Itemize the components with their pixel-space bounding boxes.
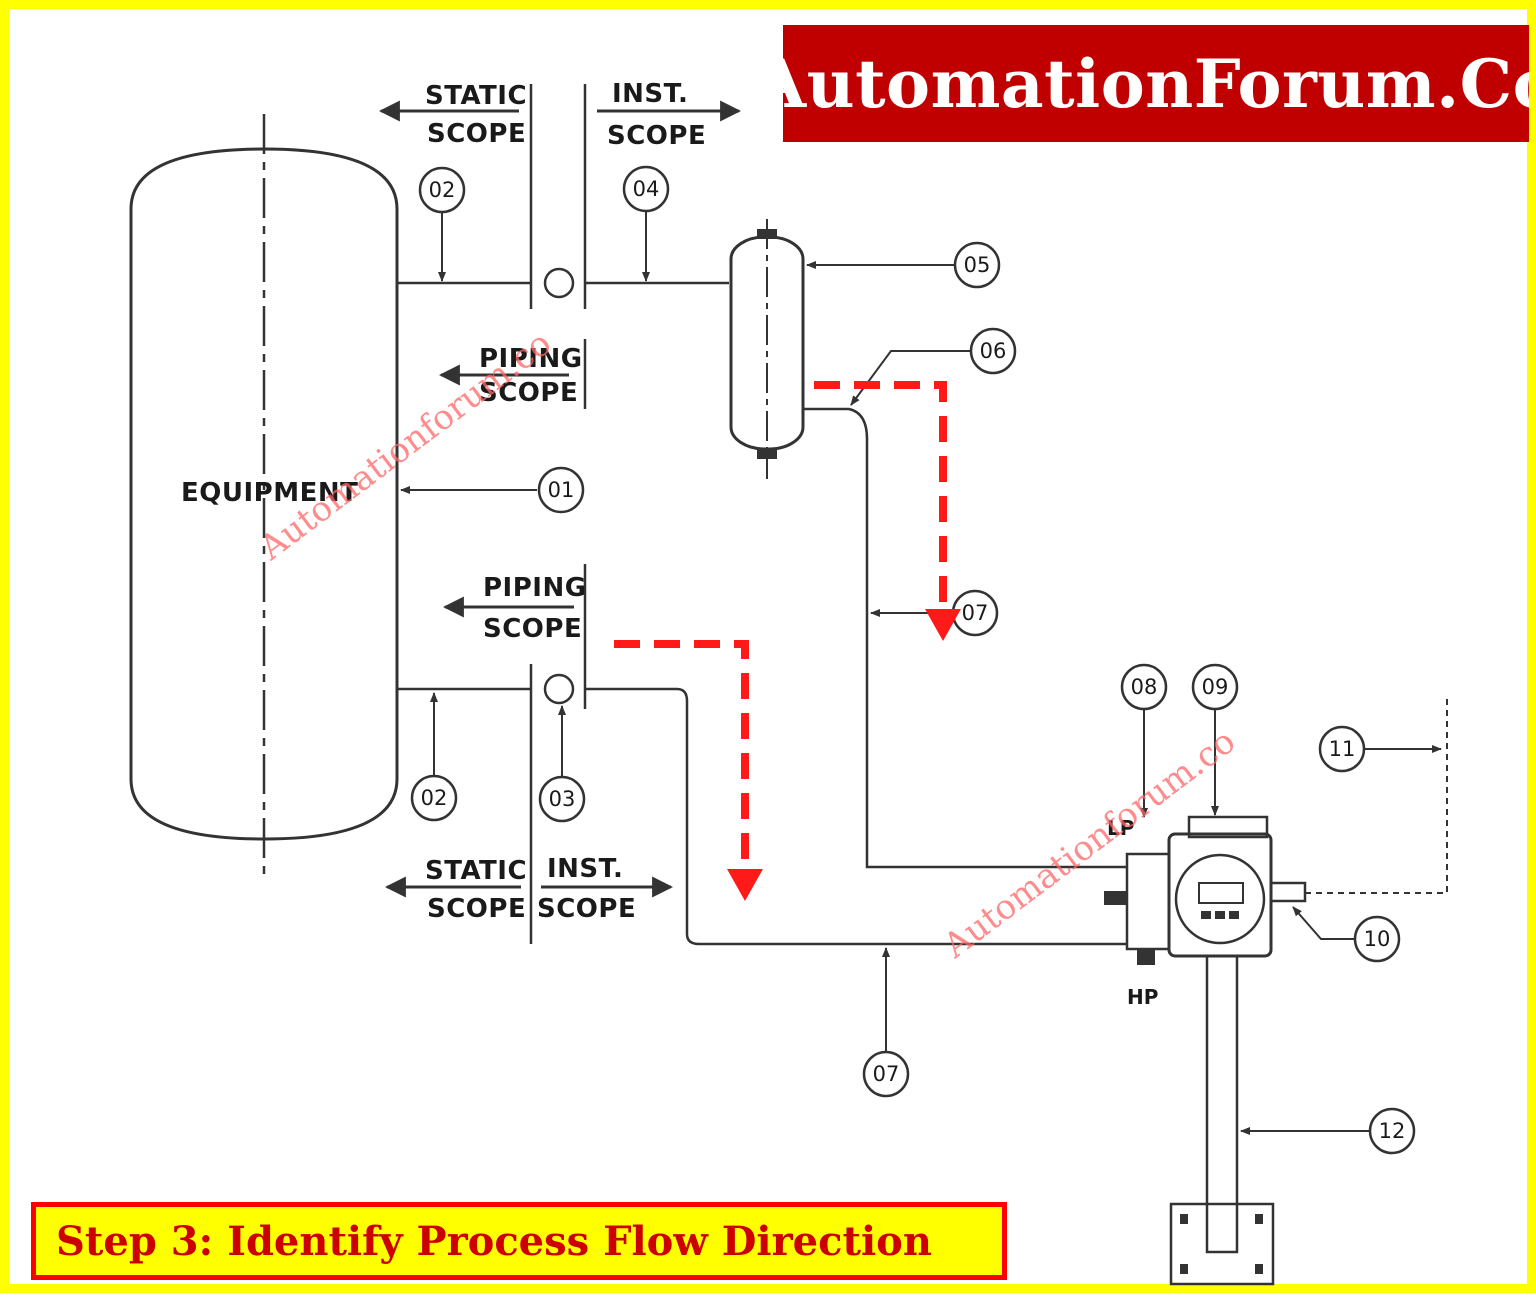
callout-02-upper-text: 02 bbox=[429, 178, 456, 202]
equipment-vessel bbox=[129, 147, 399, 841]
callout-05-circle bbox=[953, 241, 1001, 289]
callout-12-circle bbox=[1368, 1107, 1416, 1155]
watermark-right: Automationforum.co bbox=[936, 721, 1243, 966]
flow-arrow-lower bbox=[614, 640, 749, 869]
inst-label-bottom: INST. bbox=[547, 854, 623, 884]
static-label-top: STATIC bbox=[425, 81, 527, 111]
cable-gland bbox=[1269, 881, 1307, 903]
inst-label-top: INST. bbox=[612, 79, 688, 109]
callout-08-circle bbox=[1120, 663, 1168, 711]
transmitter-housing bbox=[1167, 832, 1273, 958]
transmitter-key-2 bbox=[1215, 911, 1225, 919]
transmitter-display-ring bbox=[1174, 853, 1266, 945]
pot-bottom-cap bbox=[757, 449, 777, 459]
callout-02-lower-circle bbox=[410, 774, 458, 822]
site-banner: AutomationForum.Co bbox=[783, 25, 1529, 142]
callout-04-circle bbox=[622, 165, 670, 213]
hp-label: HP bbox=[1127, 985, 1158, 1009]
callout-09-text: 09 bbox=[1202, 675, 1229, 699]
piping-label-upper: PIPING bbox=[479, 344, 583, 374]
equipment-label: EQUIPMENT bbox=[181, 478, 358, 508]
step-caption-text: Step 3: Identify Process Flow Direction bbox=[56, 1217, 932, 1265]
callout-08-text: 08 bbox=[1131, 675, 1158, 699]
manifold-handle bbox=[1104, 891, 1127, 905]
flow-arrowhead-upper bbox=[925, 609, 961, 641]
callout-10-text: 10 bbox=[1364, 927, 1391, 951]
watermark-left: Automationforum.co bbox=[252, 323, 559, 568]
callout-09-circle bbox=[1191, 663, 1239, 711]
callout-10-leader bbox=[1292, 906, 1355, 940]
manifold-hp-vent bbox=[1137, 949, 1155, 965]
piping-scope-label-upper: SCOPE bbox=[479, 378, 578, 408]
callout-11-circle bbox=[1318, 725, 1366, 773]
callout-06-circle bbox=[969, 327, 1017, 375]
step-caption: Step 3: Identify Process Flow Direction bbox=[31, 1202, 1007, 1280]
callout-10-circle bbox=[1353, 915, 1401, 963]
inst-scope-label-bottom: SCOPE bbox=[537, 894, 636, 924]
base-bolt-4 bbox=[1255, 1264, 1263, 1274]
base-bolt-2 bbox=[1255, 1214, 1263, 1224]
callout-07-upper-text: 07 bbox=[962, 601, 989, 625]
static-scope-label-bottom: SCOPE bbox=[427, 894, 526, 924]
inst-scope-label-top: SCOPE bbox=[607, 121, 706, 151]
lp-label: LP bbox=[1107, 816, 1134, 840]
signal-cable bbox=[1305, 697, 1448, 894]
callout-04-text: 04 bbox=[633, 177, 660, 201]
manifold-body bbox=[1125, 852, 1171, 951]
piping-instrument-diagram: EQUIPMENT STATIC SCOPE INST. SCOPE PIPIN… bbox=[129, 79, 1448, 1286]
pipe-stand-base bbox=[1169, 1202, 1275, 1286]
pipe-stand-column bbox=[1205, 954, 1239, 1254]
callout-06-leader bbox=[850, 350, 971, 406]
callout-02-lower-text: 02 bbox=[421, 786, 448, 810]
piping-label-lower: PIPING bbox=[483, 573, 587, 603]
lower-isolation-valve bbox=[543, 673, 575, 705]
static-label-bottom: STATIC bbox=[425, 856, 527, 886]
transmitter-key-3 bbox=[1229, 911, 1239, 919]
base-bolt-1 bbox=[1180, 1214, 1188, 1224]
callout-07-lower-circle bbox=[862, 1050, 910, 1098]
lp-impulse-line bbox=[848, 407, 1127, 869]
banner-text: AutomationForum.Co bbox=[783, 44, 1529, 123]
flow-arrowhead-lower bbox=[727, 869, 763, 901]
callout-01-circle bbox=[537, 466, 585, 514]
static-scope-label-top: SCOPE bbox=[427, 119, 526, 149]
hp-impulse-line bbox=[585, 687, 1127, 946]
flow-arrow-upper bbox=[814, 381, 947, 617]
piping-scope-label-lower: SCOPE bbox=[483, 614, 582, 644]
upper-isolation-valve bbox=[543, 267, 575, 299]
transmitter-key-1 bbox=[1201, 911, 1211, 919]
base-bolt-3 bbox=[1180, 1264, 1188, 1274]
callout-06-text: 06 bbox=[980, 339, 1007, 363]
callout-01-text: 01 bbox=[548, 478, 575, 502]
callout-03-text: 03 bbox=[549, 787, 576, 811]
pot-top-cap bbox=[757, 229, 777, 239]
transmitter-lcd bbox=[1198, 882, 1244, 904]
callout-02-upper-circle bbox=[418, 166, 466, 214]
callout-07-lower-text: 07 bbox=[873, 1062, 900, 1086]
transmitter-top bbox=[1187, 815, 1269, 839]
callout-03-circle bbox=[538, 775, 586, 823]
callout-12-text: 12 bbox=[1379, 1119, 1406, 1143]
callout-11-text: 11 bbox=[1329, 737, 1356, 761]
callout-05-text: 05 bbox=[964, 253, 991, 277]
